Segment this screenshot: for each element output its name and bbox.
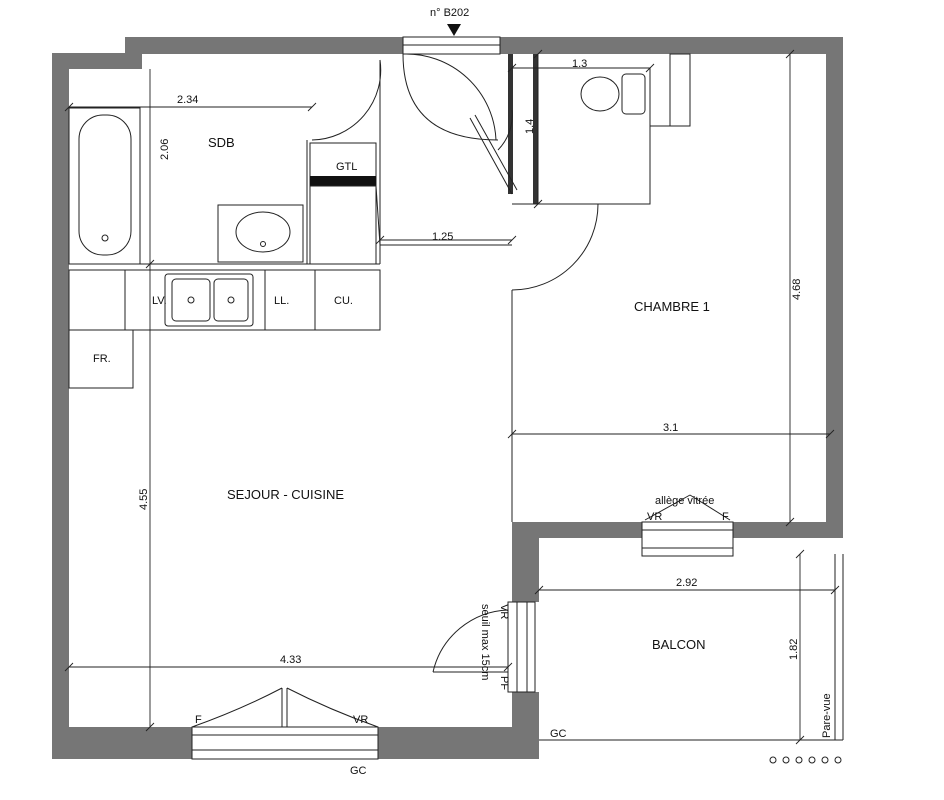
room-label-sejour: SEJOUR - CUISINE — [227, 487, 344, 502]
dim-chambre-width: 3.1 — [663, 422, 678, 434]
cu-label: CU. — [334, 295, 353, 307]
unit-reference: n° B202 — [430, 7, 469, 19]
gtl-label: GTL — [336, 161, 357, 173]
dim-wc-width: 1.3 — [572, 58, 587, 70]
room-label-sdb: SDB — [208, 135, 235, 150]
sejour-window-vr: VR — [353, 714, 368, 726]
railing-posts — [769, 756, 842, 764]
pf-label: PF — [498, 676, 510, 690]
sejour-window-f: F — [195, 714, 202, 726]
room-label-balcon: BALCON — [652, 637, 705, 652]
dimension-lines — [64, 49, 840, 745]
allege-vitree-label: allège vitrée — [655, 495, 714, 507]
fr-label: FR. — [93, 353, 111, 365]
entrance-arrow-icon — [447, 24, 461, 36]
dim-wc-depth: 1.4 — [524, 119, 536, 134]
chambre-window-vr: VR — [647, 511, 662, 523]
dim-chambre-depth: 4.68 — [791, 279, 803, 300]
room-label-chambre: CHAMBRE 1 — [634, 299, 710, 314]
dim-balcon-width: 2.92 — [676, 577, 697, 589]
dim-balcon-depth: 1.82 — [788, 639, 800, 660]
seuil-label: seuil max 15cm — [479, 604, 491, 680]
chambre-window-f: F — [722, 511, 729, 523]
gc-balcon-label: GC — [550, 728, 567, 740]
openings — [191, 36, 844, 760]
gc-bottom-label: GC — [350, 765, 367, 777]
dim-corridor: 1.25 — [432, 231, 453, 243]
dim-sdb-depth: 2.06 — [159, 139, 171, 160]
pare-vue-label: Pare-vue — [821, 693, 833, 738]
dim-sejour-width: 4.33 — [280, 654, 301, 666]
walls — [52, 37, 843, 759]
lv-label: LV. — [152, 295, 167, 307]
dim-sdb-width: 2.34 — [177, 94, 198, 106]
pf-vr-label: VR — [498, 604, 510, 619]
dim-sejour-depth: 4.55 — [138, 489, 150, 510]
ll-label: LL. — [274, 295, 289, 307]
